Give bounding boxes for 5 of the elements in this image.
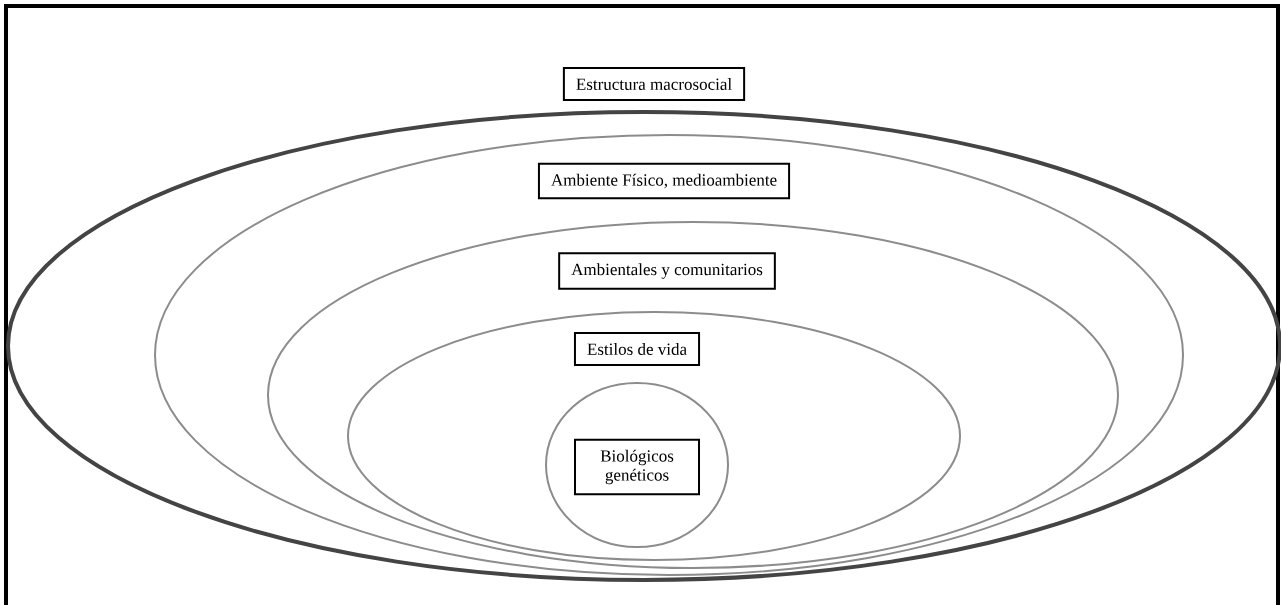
label-box: Estilos de vida <box>573 332 701 366</box>
label-box: Biológicos genéticos <box>574 438 700 496</box>
label-box: Estructura macrosocial <box>562 67 746 101</box>
label-box: Ambientales y comunitarios <box>558 252 776 290</box>
label-box: Ambiente Físico, medioambiente <box>537 162 791 200</box>
